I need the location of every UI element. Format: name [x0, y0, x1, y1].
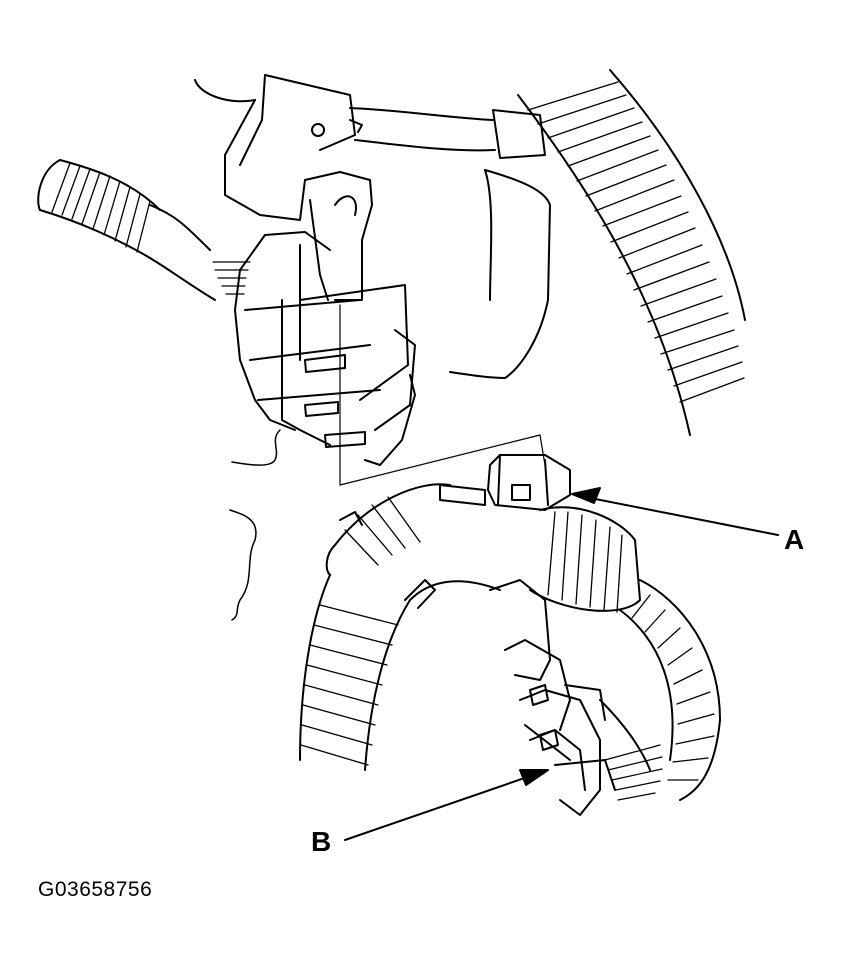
- leader-a: [571, 487, 779, 536]
- upper-right-corrugated-harness: [517, 69, 746, 436]
- callout-label-a: A: [784, 524, 805, 555]
- mounting-bracket: [194, 74, 363, 221]
- upper-left-corrugated-harness: [37, 159, 216, 301]
- relay-block: [449, 169, 551, 379]
- main-connector-block: [212, 171, 416, 466]
- clip-harness: [529, 506, 721, 801]
- detail-zoom-lines: [339, 304, 546, 486]
- callout-label-b: B: [311, 826, 332, 857]
- connector-b-assembly: [489, 579, 663, 816]
- figure-id: G03658756: [38, 878, 153, 901]
- leader-b: [344, 769, 549, 841]
- break-lines: [229, 429, 281, 621]
- lower-corrugated-harness: [299, 483, 501, 771]
- clip-a: [487, 454, 571, 511]
- upper-wire: [349, 107, 546, 159]
